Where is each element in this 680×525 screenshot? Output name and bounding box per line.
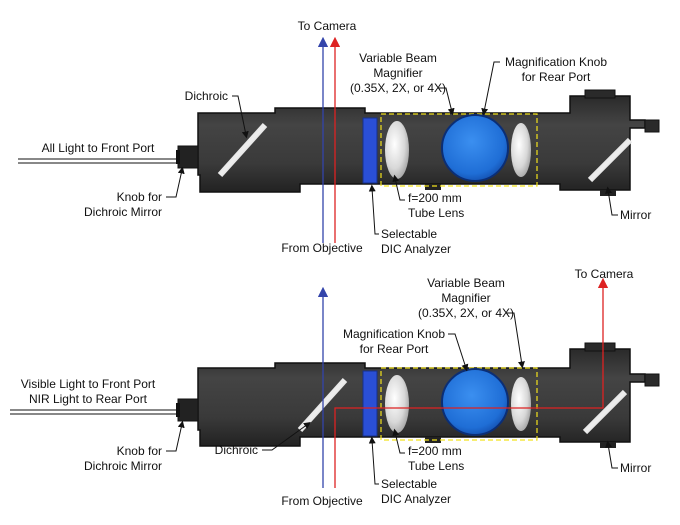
tube-lens-label: Tube Lens: [408, 459, 464, 473]
leader-line: [605, 440, 618, 469]
rear-mirror: [582, 389, 628, 435]
leader-line: [448, 333, 469, 372]
tube-lens: [385, 375, 409, 433]
mode-label: NIR Light to Rear Port: [29, 392, 148, 406]
magnifier-box: [380, 367, 538, 441]
rear-port-cap: [584, 89, 616, 99]
from-objective-label: From Objective: [281, 241, 363, 255]
from-objective-label: From Objective: [281, 494, 363, 508]
mag-knob-label: Magnification Knob: [343, 327, 445, 341]
selectable-label: Selectable: [381, 477, 437, 491]
mirror-label: Mirror: [620, 208, 651, 222]
selectable-label: DIC Analyzer: [381, 492, 451, 506]
mode-label: Visible Light to Front Port: [21, 377, 156, 391]
mag-knob-label: for Rear Port: [360, 342, 429, 356]
selectable-label: DIC Analyzer: [381, 242, 451, 256]
mag-knob-label: Magnification Knob: [505, 55, 607, 69]
variable-beam-label: Magnifier: [373, 66, 422, 80]
to-camera-label: To Camera: [298, 19, 357, 33]
mode-label: All Light to Front Port: [42, 141, 155, 155]
dichroic-mirror: [217, 122, 268, 178]
variable-beam-label: (0.35X, 2X, or 4X): [350, 81, 446, 95]
magnification-knob: [441, 114, 509, 182]
mirror-label: Mirror: [620, 461, 651, 475]
magnifier-lens: [511, 377, 531, 431]
rear-mirror: [587, 137, 633, 183]
leader-line: [392, 428, 405, 454]
tube-lens-label: f=200 mm: [408, 444, 462, 458]
variable-beam-label: Magnifier: [441, 291, 490, 305]
knob-label: Knob for: [117, 190, 162, 204]
dichroic-knob: [177, 398, 199, 422]
leader-line: [368, 436, 379, 485]
bottom-panel: Visible Light to Front Port NIR Light to…: [10, 267, 660, 508]
magnification-knob: [441, 368, 509, 436]
leader-line: [392, 174, 405, 201]
to-camera-label: To Camera: [575, 267, 634, 281]
housing-body: [197, 348, 646, 447]
housing-tab: [425, 184, 441, 190]
leader-line: [232, 95, 249, 139]
dic-analyzer: [362, 370, 378, 437]
leader-line: [438, 87, 455, 116]
dichroic-label: Dichroic: [215, 443, 258, 457]
knob-label: Dichroic Mirror: [84, 459, 162, 473]
top-panel: All Light to Front Port To Camera Variab…: [18, 19, 660, 256]
dichroic-knob-stem: [176, 150, 180, 164]
dichroic-label: Dichroic: [185, 89, 228, 103]
leader-line: [506, 312, 525, 369]
dic-analyzer: [362, 117, 378, 184]
magnifier-box: [380, 113, 538, 187]
selectable-label: Selectable: [381, 227, 437, 241]
tube-lens-label: Tube Lens: [408, 206, 464, 220]
leader-line: [368, 184, 379, 235]
leader-line: [605, 186, 618, 216]
tube-lens: [385, 121, 409, 179]
knob-label: Knob for: [117, 444, 162, 458]
leader-line: [166, 166, 185, 198]
red-beam: [334, 277, 609, 488]
rear-port-cap: [584, 342, 616, 352]
variable-beam-label: Variable Beam: [427, 276, 505, 290]
dichroic-knob: [177, 145, 199, 169]
housing-body: [197, 95, 646, 193]
magnifier-lens: [511, 123, 531, 177]
variable-beam-label: Variable Beam: [359, 51, 437, 65]
leader-line: [262, 421, 311, 451]
rear-knob: [644, 373, 660, 387]
leader-line: [481, 61, 500, 116]
variable-beam-label: (0.35X, 2X, or 4X): [418, 306, 514, 320]
tube-lens-label: f=200 mm: [408, 191, 462, 205]
mag-knob-label: for Rear Port: [522, 70, 591, 84]
leader-line: [166, 420, 185, 452]
rear-knob: [644, 119, 660, 133]
knob-label: Dichroic Mirror: [84, 205, 162, 219]
